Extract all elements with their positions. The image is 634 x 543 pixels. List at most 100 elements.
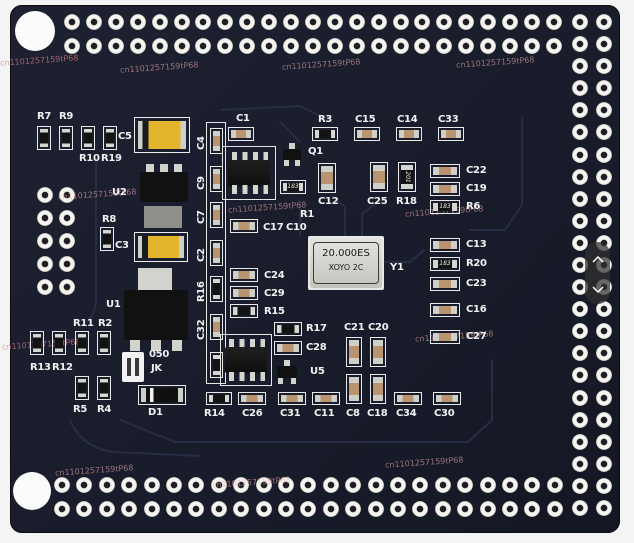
pin-hole	[596, 323, 612, 340]
resistor: 183	[280, 180, 306, 194]
pin-hole	[54, 501, 70, 517]
pin-hole	[524, 501, 541, 517]
pin-hole	[572, 256, 588, 273]
pin-hole	[59, 279, 75, 295]
pin-hole	[436, 14, 453, 30]
tantalum-capacitor-c5	[134, 117, 190, 153]
pin-hole	[392, 14, 409, 30]
silkscreen-label-r1: R1	[300, 209, 315, 220]
pin-hole	[195, 14, 212, 30]
resistor-r9	[59, 126, 73, 150]
pin-hole	[239, 14, 256, 30]
pin-hole	[143, 477, 160, 493]
tantalum-capacitor-c3	[134, 232, 188, 262]
resistor-r8	[100, 227, 114, 251]
silkscreen-label-r10: R10	[79, 153, 100, 164]
pin-hole	[572, 124, 588, 141]
resistor-r20: 183	[430, 257, 460, 271]
pin-hole	[502, 477, 518, 493]
resistor-r16	[210, 276, 223, 302]
pin-hole	[546, 477, 563, 493]
capacitor-c26	[238, 392, 266, 405]
capacitor-c17	[230, 219, 258, 233]
pin-hole	[322, 501, 339, 517]
connector-code: 050	[149, 349, 169, 360]
capacitor-c1	[228, 127, 254, 141]
capacitor-c15	[354, 127, 380, 141]
pin-hole	[572, 146, 588, 163]
pin-hole	[572, 411, 588, 428]
pin-hole	[195, 38, 212, 54]
pin-hole	[572, 455, 588, 472]
pin-hole	[596, 14, 612, 30]
pad	[284, 160, 289, 166]
silkscreen-label-c33: C33	[438, 114, 459, 125]
pin-hole	[173, 14, 190, 30]
silkscreen-label-c8: C8	[346, 408, 360, 419]
silkscreen-label-r17: R17	[306, 323, 327, 334]
silkscreen-label-c29: C29	[264, 288, 285, 299]
pin-hole	[457, 501, 474, 517]
pad	[284, 360, 290, 366]
pin-hole	[37, 279, 53, 295]
pin-hole	[572, 499, 588, 516]
pin-hole	[524, 477, 541, 493]
pin-hole	[37, 210, 53, 226]
image-carousel-control	[585, 242, 610, 304]
pin-hole	[151, 38, 168, 54]
silkscreen-label-r8: R8	[102, 214, 117, 225]
carousel-down-button[interactable]	[585, 273, 610, 304]
silkscreen-label-c34: C34	[396, 408, 417, 419]
silkscreen-label-c11: C11	[314, 408, 335, 419]
pin-hole	[217, 14, 234, 30]
pin-hole	[596, 168, 612, 185]
capacitor-c13	[430, 238, 460, 252]
pin-hole	[436, 38, 453, 54]
resistor-r10	[81, 126, 95, 150]
pad	[146, 164, 154, 172]
pin-hole	[596, 389, 612, 406]
capacitor-c2	[210, 240, 223, 266]
pin-hole	[596, 433, 612, 450]
connector-label: JK	[151, 363, 162, 374]
capacitor-c16	[430, 303, 460, 317]
pin-hole	[458, 14, 475, 30]
regulator-u1	[124, 290, 188, 340]
silkscreen-outline	[220, 334, 272, 386]
pin-hole	[572, 14, 588, 30]
pad	[295, 160, 300, 166]
silkscreen-label-r19: R19	[101, 153, 122, 164]
pin-hole	[239, 38, 256, 54]
pin-hole	[76, 501, 93, 517]
pin-hole	[572, 234, 588, 251]
silkscreen-label-r4: R4	[97, 404, 112, 415]
pin-hole	[278, 477, 294, 493]
carousel-up-button[interactable]	[585, 242, 610, 273]
pin-hole	[151, 14, 168, 30]
pin-hole	[572, 389, 588, 406]
pin-hole	[233, 501, 250, 517]
silkscreen-label-u2: U2	[112, 187, 127, 198]
pin-hole	[596, 499, 612, 516]
pad	[172, 340, 182, 351]
pin-hole	[304, 14, 321, 30]
capacitor-c12	[318, 163, 336, 193]
pin-hole	[85, 14, 102, 30]
pin-hole	[458, 38, 475, 54]
capacitor-c29	[230, 286, 258, 300]
silkscreen-label-c27: C27	[466, 331, 487, 342]
pin-hole	[546, 501, 563, 517]
pin-hole	[392, 38, 409, 54]
pin-hole	[596, 124, 612, 141]
silkscreen-label-q1: Q1	[308, 146, 323, 157]
pad	[130, 340, 140, 351]
pin-hole	[434, 501, 451, 517]
silkscreen-label-c10: C10	[286, 222, 307, 233]
resistor-r14	[206, 392, 232, 405]
pin-hole	[166, 501, 182, 517]
pin-hole	[233, 477, 250, 493]
pin-hole	[523, 38, 540, 54]
silkscreen-label-c18: C18	[367, 408, 388, 419]
silkscreen-label-c19: C19	[466, 183, 487, 194]
